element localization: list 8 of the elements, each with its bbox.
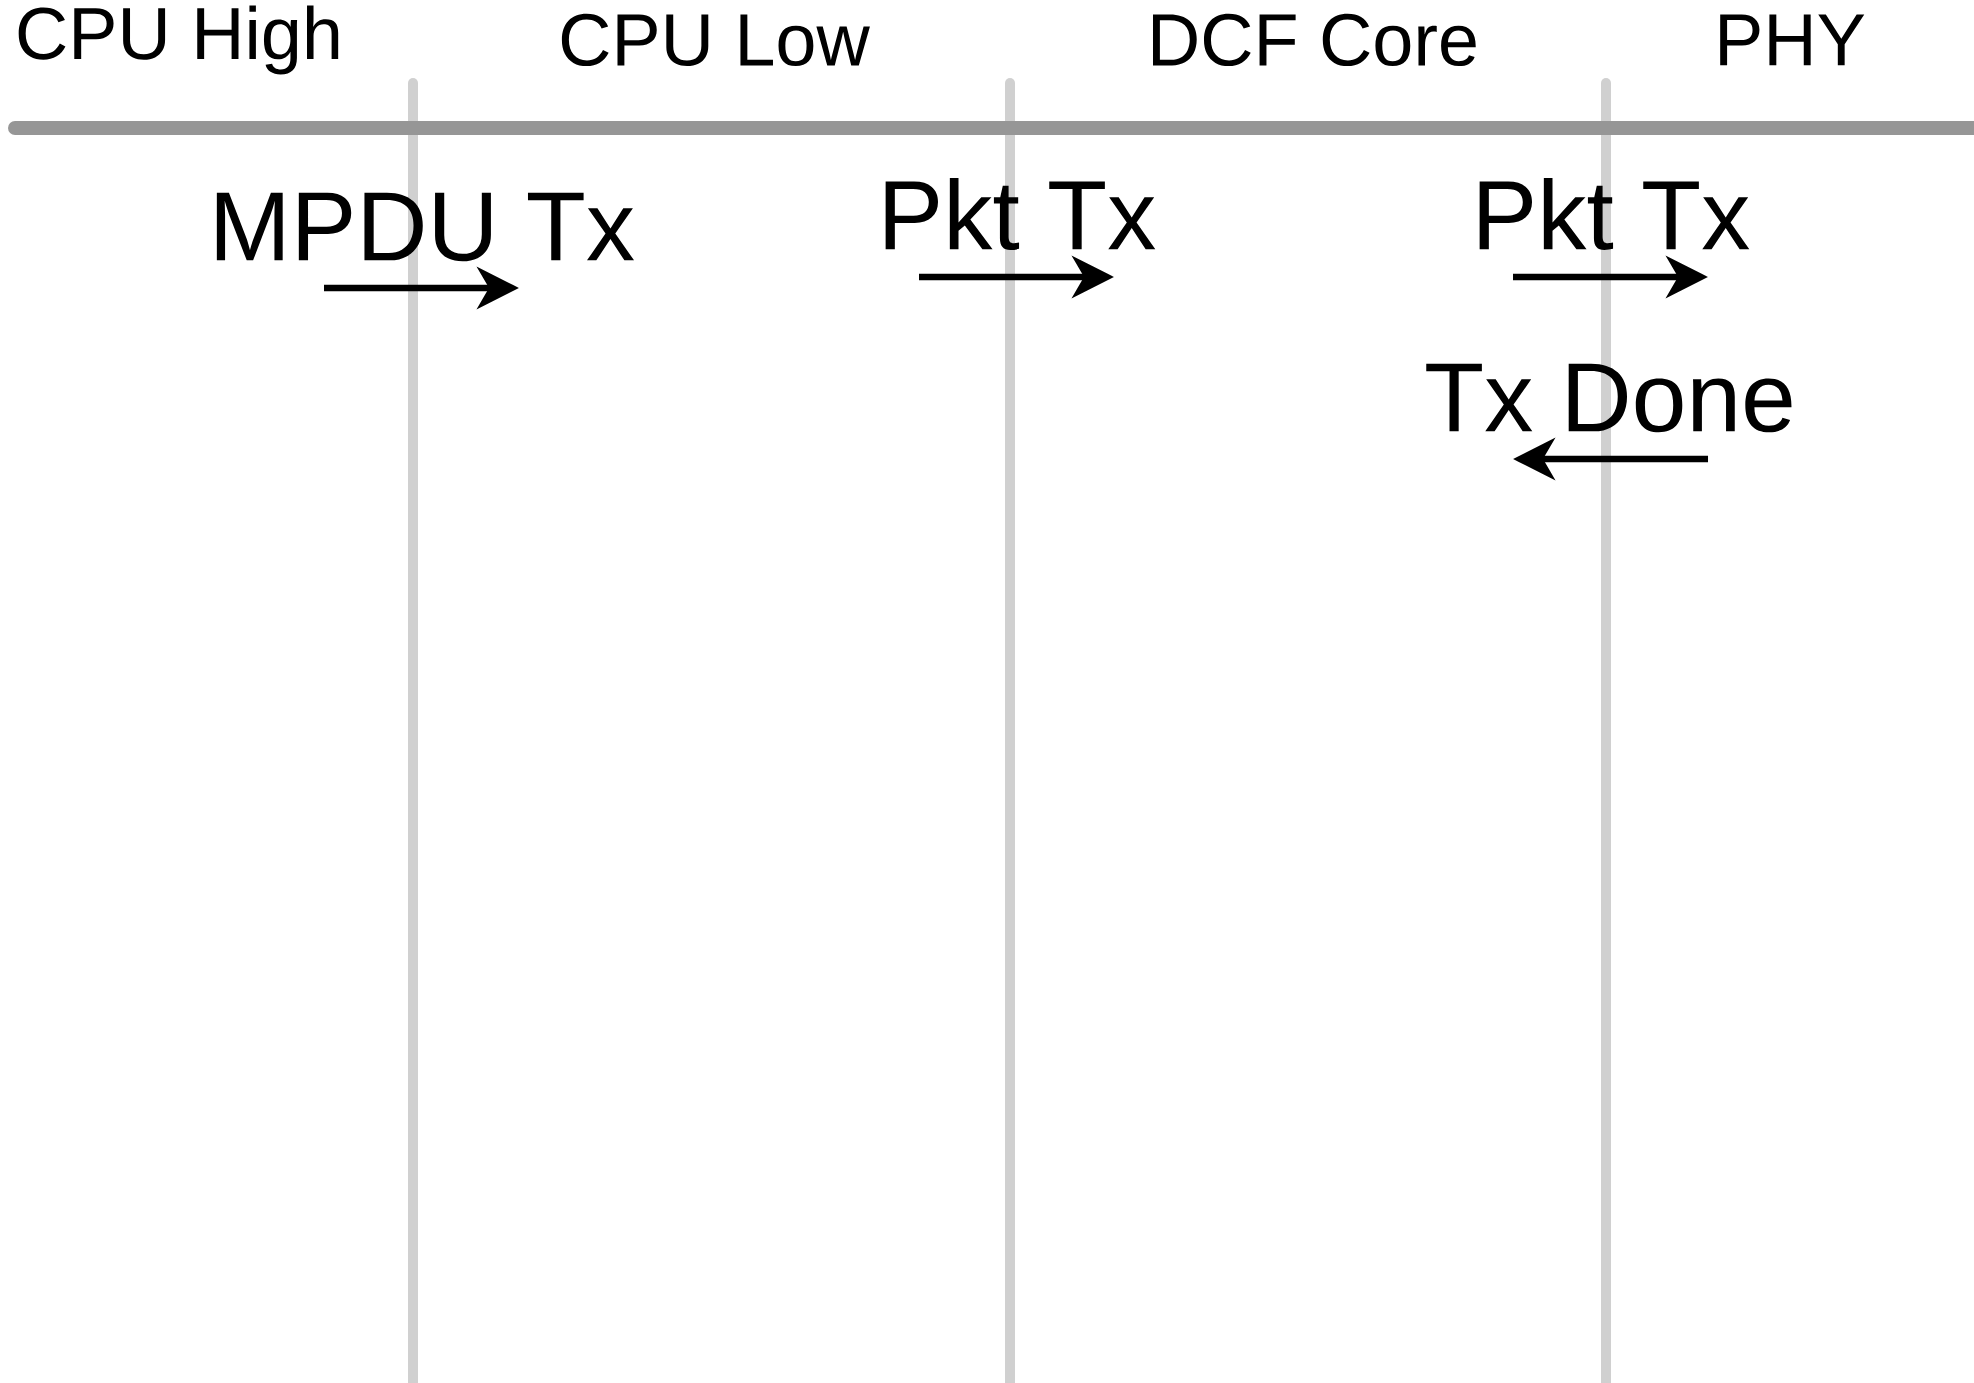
lane-header: DCF Core [1153, 13, 1476, 67]
message-label: MPDU Tx [216, 192, 634, 262]
message-label: Pkt Tx [1479, 178, 1750, 250]
message-label: Pkt Tx [885, 178, 1156, 250]
lane-header: CPU High [18, 5, 339, 75]
message-label: Tx Done [1426, 363, 1792, 433]
lane-header: PHY [1720, 14, 1865, 66]
lane-header: CPU Low [561, 13, 870, 67]
